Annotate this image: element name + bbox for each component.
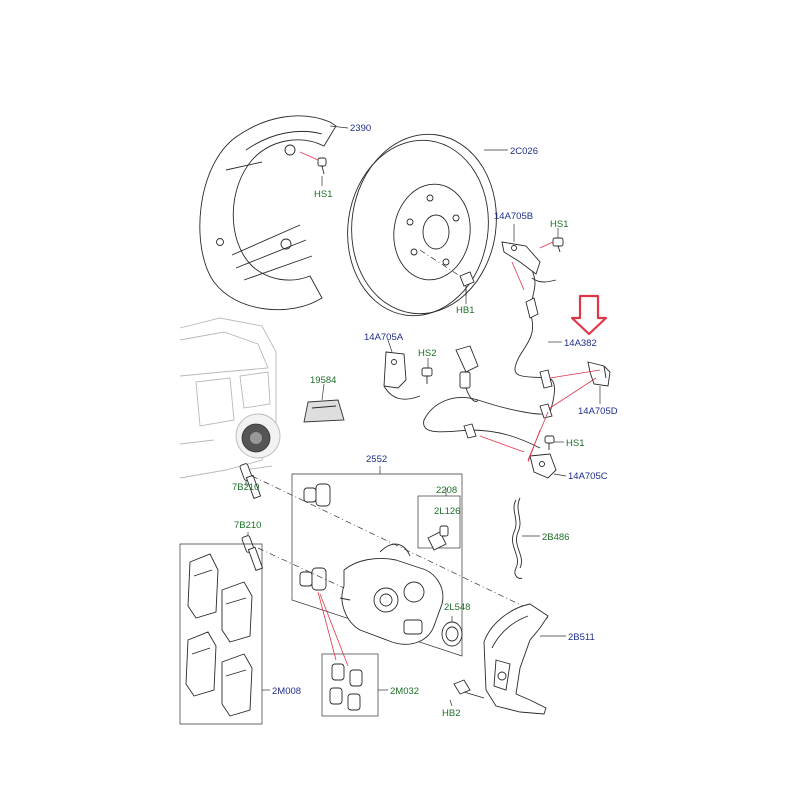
label-2552: 2552	[366, 454, 387, 465]
label-hs1-lower: HS1	[566, 438, 584, 449]
label-7b210-lower: 7B210	[234, 520, 261, 531]
label-2m032: 2M032	[390, 686, 419, 697]
vehicle-silhouette	[179, 317, 281, 479]
brake-disc	[347, 133, 497, 317]
screw-hs1-lower	[544, 435, 555, 450]
part-labels: 2390 HS1 2C026 HB1 14A705B HS1 14A382 14…	[232, 123, 618, 719]
bracket-14a705a	[383, 351, 421, 400]
label-2b511: 2B511	[568, 632, 595, 643]
caliper-carrier	[483, 603, 566, 715]
label-7b210-upper: 7B210	[232, 482, 259, 493]
sensor-callout-lines	[479, 261, 601, 463]
highlight-arrow-icon	[570, 294, 608, 336]
bleed-nipple-box	[417, 488, 461, 551]
anti-rattle-spring	[512, 497, 540, 579]
bracket-14a705d	[587, 361, 611, 387]
label-2l548: 2L548	[444, 602, 470, 613]
splash-shield	[199, 115, 337, 311]
label-2c026: 2C026	[510, 146, 538, 157]
screw-hs1-top	[539, 237, 564, 253]
label-14a705c: 14A705C	[568, 471, 608, 482]
abs-sensor-harness	[423, 243, 557, 449]
label-14a705d: 14A705D	[578, 406, 618, 417]
guide-pin-lower	[241, 535, 264, 571]
label-2208: 2208	[436, 485, 457, 496]
label-hs2: HS2	[418, 348, 436, 359]
label-2m008: 2M008	[272, 686, 301, 697]
bracket-14a705c	[529, 453, 557, 479]
label-14a382: 14A382	[564, 338, 597, 349]
label-2b486: 2B486	[542, 532, 569, 543]
label-hb2: HB2	[442, 708, 460, 719]
caliper-bushings	[299, 483, 331, 591]
label-19584: 19584	[310, 375, 336, 386]
brake-pads-box	[179, 543, 270, 725]
label-2390: 2390	[350, 123, 371, 134]
label-hs1-shield: HS1	[314, 189, 332, 200]
pad-fitting-kit	[303, 399, 345, 423]
label-hs1-top: HS1	[550, 219, 568, 230]
label-14a705b: 14A705B	[494, 211, 533, 222]
caliper-body	[339, 543, 444, 645]
shield-screw	[299, 151, 327, 175]
screw-hs2	[421, 367, 433, 384]
disc-retaining-bolt	[419, 249, 475, 296]
bracket-14a705b	[501, 241, 541, 275]
carrier-bolt-hb2	[453, 679, 485, 699]
guide-pin-upper	[239, 463, 262, 499]
piston-seal	[441, 616, 463, 647]
caliper-assembly-frame	[291, 466, 463, 657]
label-14a705a: 14A705A	[364, 332, 404, 343]
guide-pin-kit-box	[317, 591, 388, 717]
leader-lines	[245, 125, 601, 707]
label-hb1: HB1	[456, 305, 474, 316]
label-2l126: 2L126	[434, 506, 460, 517]
